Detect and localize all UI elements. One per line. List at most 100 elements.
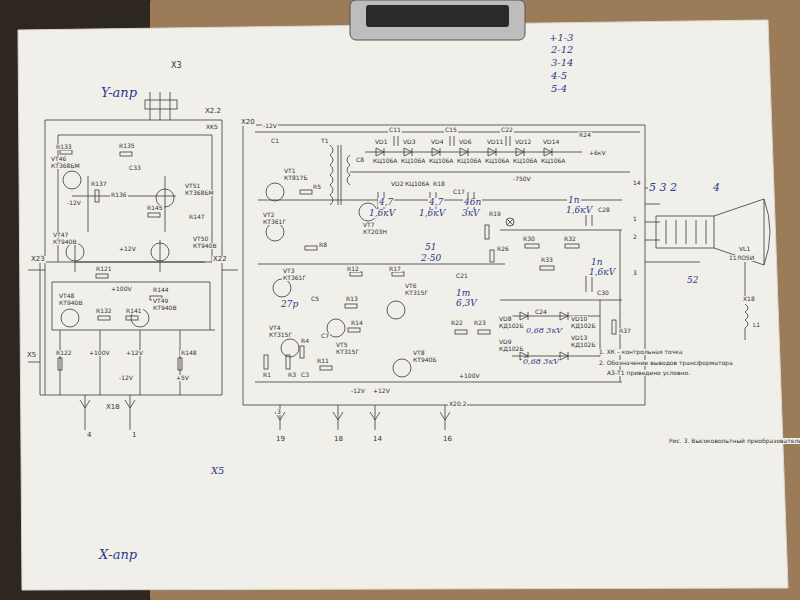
label-text: C21 [455, 273, 469, 279]
handwritten-note: Х-апр [98, 548, 138, 561]
label-text: КЦ106А [428, 158, 454, 164]
label-text: C3 [300, 372, 310, 378]
label-text: КТ361Г [282, 275, 307, 281]
handwritten-note: 1,6кV [368, 209, 396, 218]
handwritten-note: 52 [686, 276, 699, 285]
label-text: 2. Обозначение выводов трансформатора [598, 360, 734, 366]
label-text: VT4 [268, 325, 282, 331]
label-text: КЦ106А [400, 158, 426, 164]
label-text: X18 [105, 404, 121, 411]
label-text: КЦ106А [456, 158, 482, 164]
label-text: R13 [345, 296, 359, 302]
label-text: VD4 [430, 139, 445, 145]
label-text: R1 [262, 372, 272, 378]
label-text: КТ315Г [404, 290, 429, 296]
label-text: R147 [188, 214, 206, 220]
label-text: КТ361Г [262, 219, 287, 225]
label-text: R22 [450, 320, 464, 326]
label-text: R145 [146, 205, 164, 211]
label-text: XK5 [205, 124, 219, 130]
label-text: R8 [318, 242, 328, 248]
label-text: R121 [95, 266, 113, 272]
tube-label: 11ЛО5И [728, 255, 755, 261]
handwritten-note: 6,3V [455, 299, 478, 308]
label-text: R14 [350, 320, 364, 326]
label-text: 1 [632, 216, 638, 222]
label-text: КТ368БМ [184, 190, 215, 196]
label-text: R136 [110, 192, 128, 198]
label-text: КД102Б [498, 323, 525, 329]
label-text: R24 [578, 132, 592, 138]
label-text: R141 [125, 308, 143, 314]
label-text: VD8 [498, 316, 513, 322]
label-text: X2.2 [204, 108, 222, 115]
label-text: VD3 [402, 139, 417, 145]
label-text: C15 [444, 127, 458, 133]
label-text: 3 [276, 409, 282, 415]
label-text: КТ940В [58, 300, 84, 306]
label-text: +6кV [588, 150, 607, 156]
label-text: R26 [496, 246, 510, 252]
label-text: +12V [125, 350, 144, 356]
handwritten-note: 0,68 3кV [525, 327, 563, 335]
handwritten-note: 1n [590, 258, 604, 267]
label-text: КТ940В [152, 305, 178, 311]
label-text: КТ817Б [283, 175, 309, 181]
label-text: R3 [287, 372, 297, 378]
label-text: C33 [128, 165, 142, 171]
label-text: КТ315Г [335, 349, 360, 355]
label-text: КТ940Б [412, 357, 438, 363]
label-text: 3 [632, 270, 638, 276]
label-text: VT6 [404, 283, 418, 289]
label-text: -12V [118, 375, 134, 381]
label-text: R11 [316, 358, 330, 364]
handwritten-note: +1-3 [548, 33, 574, 43]
handwritten-note: 2-12 [550, 45, 574, 55]
label-text: А3-Т1 приведено условно. [606, 370, 691, 376]
handwritten-note: 5 3 2 [648, 182, 678, 193]
label-text: R18 [432, 181, 446, 187]
label-text: 19 [275, 436, 286, 443]
label-text: VT2 [262, 212, 276, 218]
label-text: T1 [320, 138, 329, 144]
label-text: VD6 [458, 139, 473, 145]
label-text: X20.2 [448, 401, 467, 407]
handwritten-note: 3-14 [550, 58, 574, 68]
label-text: VD13 [570, 335, 588, 341]
label-text: X23 [30, 256, 46, 263]
label-text: +12V [372, 388, 391, 394]
label-text: 18 [333, 436, 344, 443]
label-text: X22 [212, 256, 228, 263]
label-text: R122 [55, 350, 73, 356]
label-text: X18 [742, 296, 756, 302]
handwritten-note: 2-50 [420, 254, 442, 263]
label-text: L1 [752, 322, 761, 328]
label-text: R12 [346, 266, 360, 272]
label-text: -12V [262, 123, 278, 129]
label-text: R132 [95, 308, 113, 314]
label-text: C5 [310, 296, 320, 302]
crt-tube: VL111ЛО5И [652, 196, 780, 268]
label-text: R17 [388, 266, 402, 272]
label-text: R19 [488, 211, 502, 217]
handwritten-note: 1,6кV [565, 206, 593, 215]
handwritten-note: 3кV [461, 209, 481, 218]
label-text: VT48 [58, 293, 75, 299]
label-text: VT46 [50, 156, 67, 162]
label-text: C11 [388, 127, 402, 133]
label-text: VT47 [52, 232, 69, 238]
label-text: VT1 [283, 168, 297, 174]
handwritten-note: 27р [280, 300, 299, 309]
handwritten-note: 0,68 3кV [522, 358, 560, 366]
handwritten-note: 1,6кV [418, 209, 446, 218]
handwritten-note: 1m [455, 289, 471, 298]
label-text: +5V [175, 375, 190, 381]
label-text: КЦ106А [404, 181, 430, 187]
handwritten-note: 1,6кV [588, 268, 616, 277]
label-text: X20 [240, 119, 256, 126]
label-text: VT51 [184, 183, 201, 189]
label-text: +100V [88, 350, 111, 356]
label-text: -750V [512, 176, 532, 182]
label-text: КТ940В [52, 239, 78, 245]
handwritten-note: X5 [210, 466, 225, 476]
